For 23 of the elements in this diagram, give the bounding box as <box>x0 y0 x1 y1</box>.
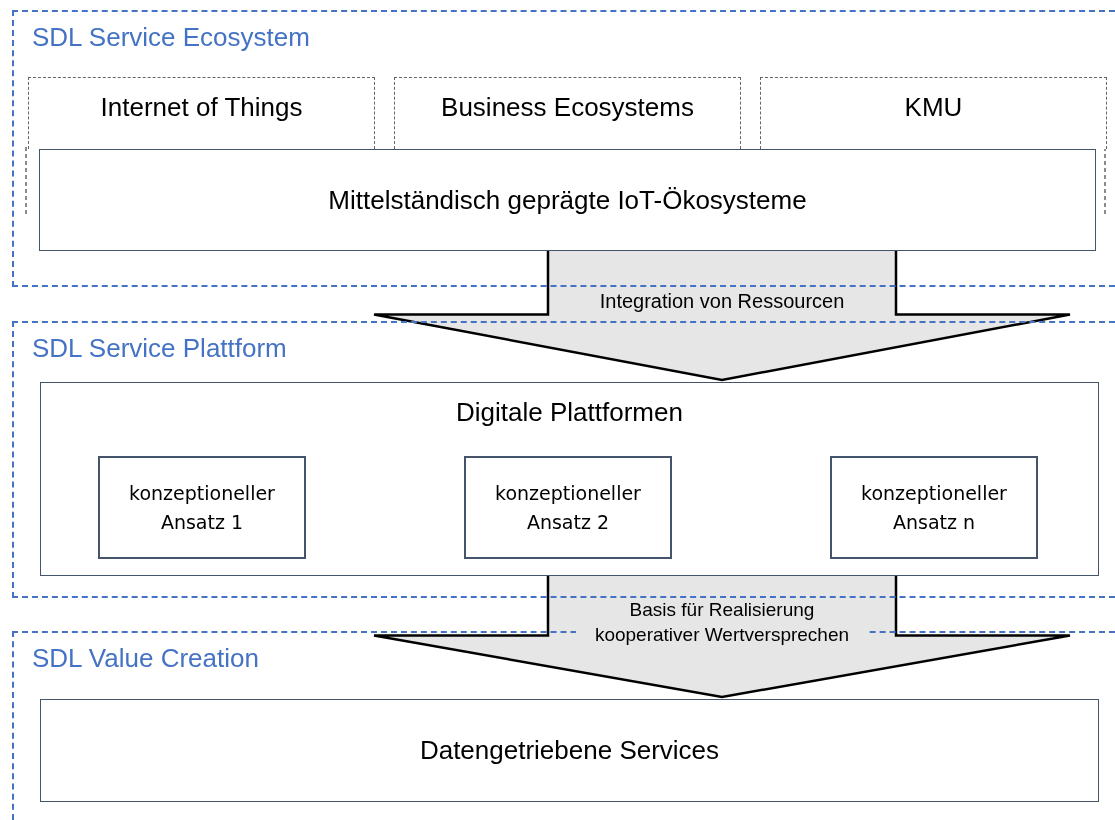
box-label: Internet of Things <box>99 92 304 123</box>
section-panel <box>12 321 1115 598</box>
section-title: SDL Service Plattform <box>32 333 287 364</box>
approach-box <box>464 456 672 559</box>
box-label: Mittelständisch geprägte IoT-Ökosysteme <box>328 184 807 216</box>
box-label: Datengetriebene Services <box>419 735 720 766</box>
section-panel <box>12 10 1115 287</box>
section-title: SDL Service Ecosystem <box>32 22 310 53</box>
approach-box <box>98 456 306 559</box>
process-box <box>39 149 1096 251</box>
box-label: Business Ecosystems <box>440 92 695 123</box>
box-label: konzeptioneller Ansatz 2 <box>494 481 642 535</box>
topic-box <box>760 77 1107 149</box>
box-label: konzeptioneller Ansatz 1 <box>128 481 276 535</box>
box-label: Digitale Plattformen <box>455 397 684 428</box>
box-label: KMU <box>903 92 964 123</box>
section-title: SDL Value Creation <box>32 643 259 674</box>
approach-box <box>830 456 1038 559</box>
topic-box <box>394 77 741 149</box>
platform-box <box>40 382 1099 576</box>
topic-box <box>28 77 375 149</box>
process-box <box>40 699 1099 802</box>
box-label: konzeptioneller Ansatz n <box>860 481 1008 535</box>
